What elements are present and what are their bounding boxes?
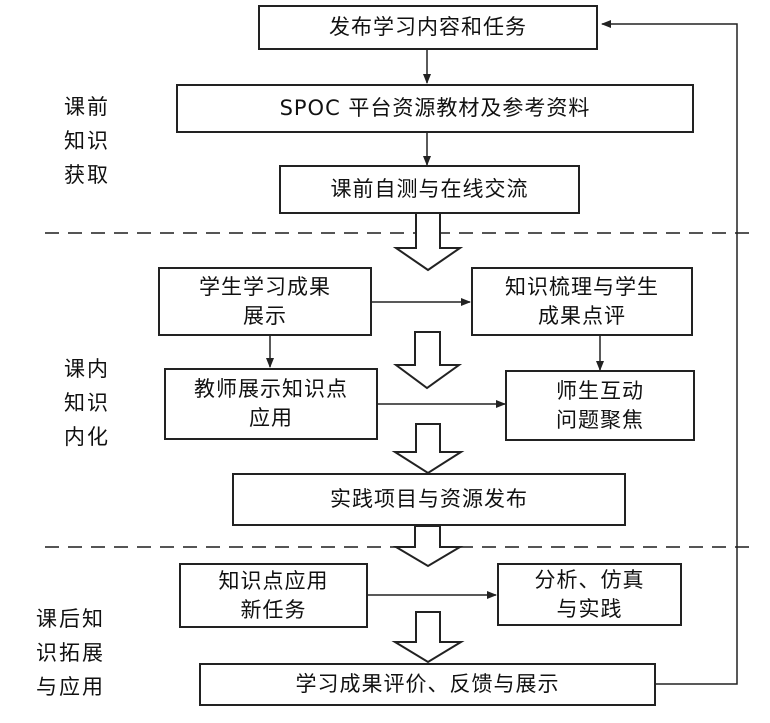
block-arrow-3 [391,423,465,475]
box-publish-tasks: 发布学习内容和任务 [258,5,598,50]
box-practice-release: 实践项目与资源发布 [232,473,626,526]
box-qa-focus: 师生互动 问题聚焦 [505,370,695,441]
box-student-showcase: 学生学习成果 展示 [158,267,372,336]
phase-label-in-class: 课内 知识 内化 [64,357,110,449]
phase-label-post-class: 课后知 识拓展 与应用 [36,607,105,699]
block-arrow-5 [391,611,465,664]
block-arrow-4 [392,525,464,568]
block-arrow-2 [392,331,463,390]
box-analysis-sim: 分析、仿真 与实践 [497,563,682,626]
box-self-test: 课前自测与在线交流 [279,165,580,214]
phase-label-pre-class: 课前 知识 获取 [64,95,110,187]
feedback-loop-arrow [601,20,738,685]
block-arrow-1 [392,212,464,272]
box-new-tasks: 知识点应用 新任务 [179,563,368,628]
box-teacher-demo: 教师展示知识点 应用 [164,368,378,440]
box-evaluation: 学习成果评价、反馈与展示 [199,663,656,706]
box-knowledge-review: 知识梳理与学生 成果点评 [471,267,693,336]
box-spoc-resources: SPOC 平台资源教材及参考资料 [176,84,694,133]
